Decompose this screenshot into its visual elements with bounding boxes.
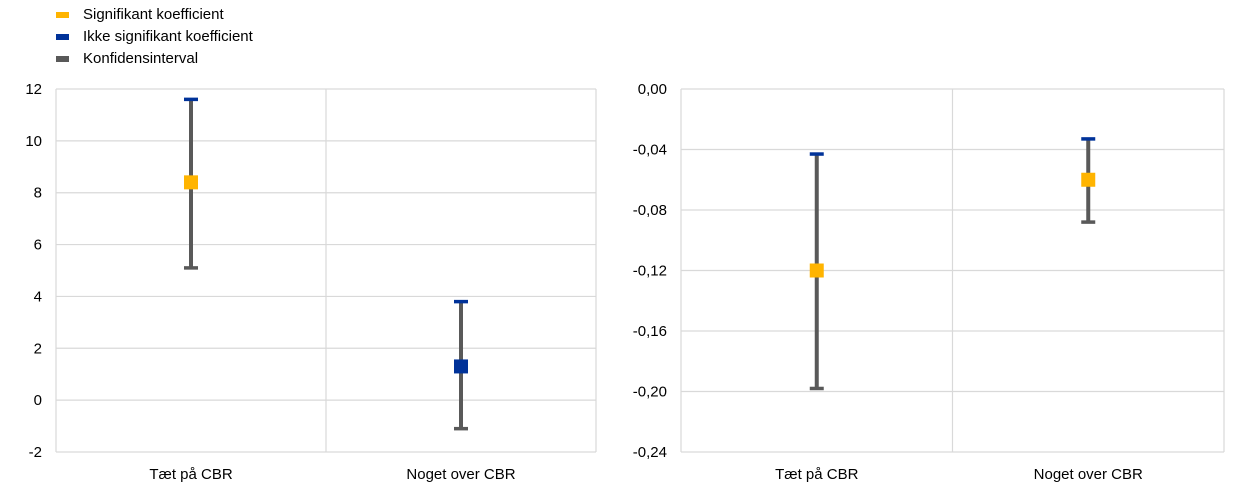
legend-swatch-not-significant [56,34,69,40]
x-tick-label: Tæt på CBR [775,466,859,483]
y-tick-label: 2 [34,340,42,357]
legend-label-confidence-interval: Konfidensinterval [83,50,199,67]
legend-item-confidence-interval: Konfidensinterval [56,48,253,70]
y-tick-label: -0,20 [633,384,667,401]
y-tick-label: 4 [34,288,42,305]
y-tick-label: 8 [34,185,42,202]
legend: Signifikant koefficient Ikke signifikant… [56,4,253,70]
y-tick-label: -0,16 [633,323,667,340]
point-estimate-marker [809,263,824,278]
legend-swatch-significant [56,12,69,18]
point-estimate-marker [1081,172,1096,187]
point-estimate-marker [454,359,468,374]
y-tick-label: -0,04 [633,142,667,159]
y-tick-label: 0 [34,392,42,409]
x-tick-label: Noget over CBR [1034,466,1143,483]
y-tick-label: -0,24 [633,444,667,461]
legend-label-significant: Signifikant koefficient [83,6,224,23]
point-estimate-marker [184,175,198,190]
legend-swatch-confidence-interval [56,56,69,62]
y-tick-label: 10 [25,133,42,150]
x-tick-label: Tæt på CBR [149,466,233,483]
y-tick-label: 0,00 [638,81,667,98]
y-tick-label: 12 [25,81,42,98]
y-tick-label: -0,12 [633,263,667,280]
y-tick-label: -2 [29,444,42,461]
legend-item-significant: Signifikant koefficient [56,4,253,26]
y-tick-label: -0,08 [633,202,667,219]
y-tick-label: 6 [34,237,42,254]
legend-label-not-significant: Ikke signifikant koefficient [83,28,253,45]
legend-item-not-significant: Ikke signifikant koefficient [56,26,253,48]
x-tick-label: Noget over CBR [406,466,515,483]
